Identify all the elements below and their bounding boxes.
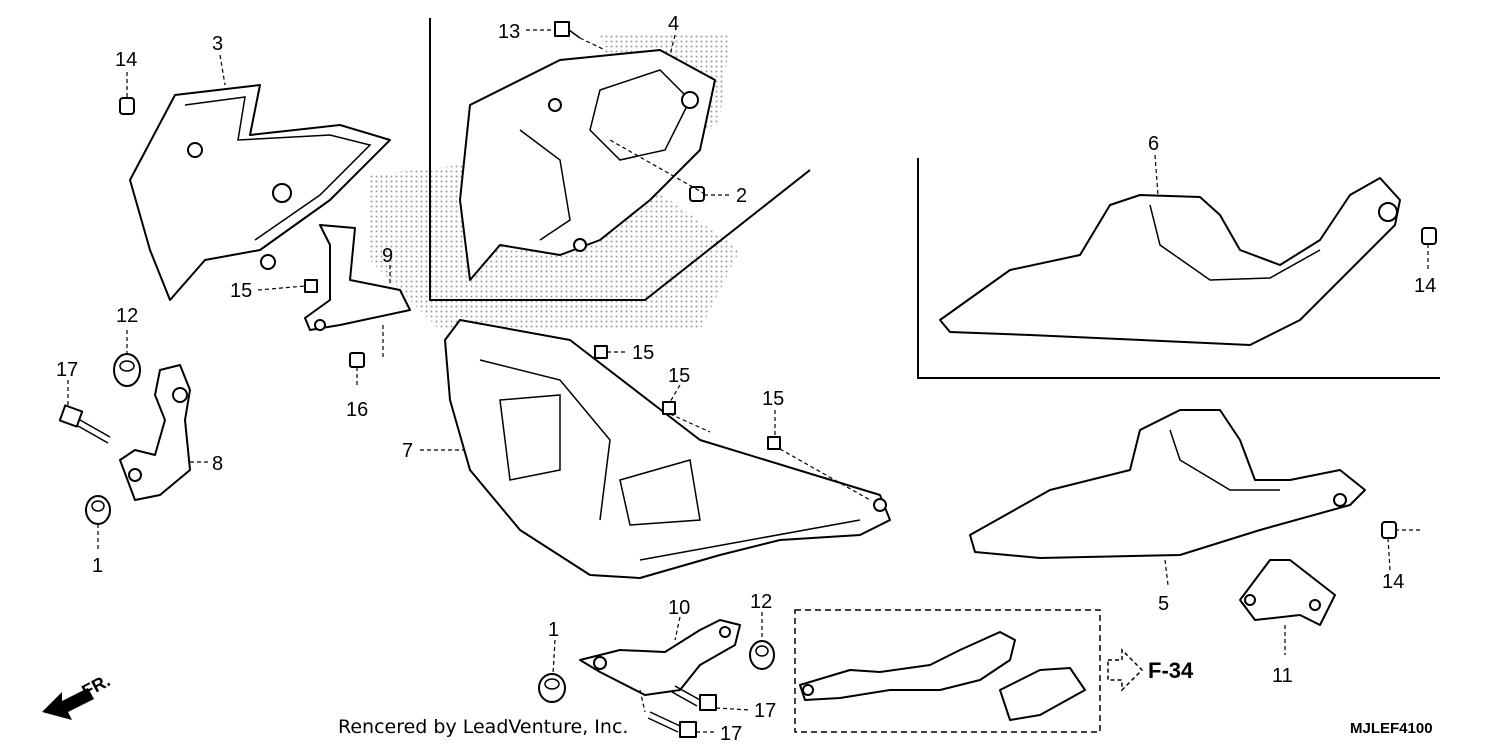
callout-12-bottom: 12 [750, 591, 772, 613]
leader-lines [67, 29, 1429, 733]
callout-17-left: 17 [56, 359, 78, 381]
callout-5: 5 [1158, 593, 1169, 615]
part-8-bracket [119, 364, 191, 501]
part-7-under-cowl [444, 319, 891, 579]
part-12-grommet-bottom [749, 640, 775, 670]
part-11-bracket [1239, 559, 1336, 626]
part-15-screws [304, 279, 781, 450]
callout-17-upper: 17 [754, 700, 776, 722]
callout-4: 4 [668, 13, 679, 35]
diagram-code: MJLEF4100 [1350, 720, 1433, 737]
reference-f34: F-34 [1148, 658, 1194, 683]
callout-1-left: 1 [92, 555, 103, 577]
part-17-bolt-lower [647, 711, 697, 738]
callout-6: 6 [1148, 133, 1159, 155]
callout-12-left: 12 [116, 305, 138, 327]
part-14-clip-right-lower [1381, 521, 1397, 539]
part-10-stay [579, 619, 741, 696]
part-3-upper-cowl [129, 84, 391, 301]
part-17-bolt-upper [671, 685, 717, 711]
callout-14-right-upper: 14 [1414, 275, 1436, 297]
part-1-grommet-bottom [538, 673, 566, 703]
callout-15-d: 15 [762, 388, 784, 410]
inset-frame-right [917, 158, 1440, 379]
front-arrow-icon [42, 688, 94, 720]
callout-8: 8 [212, 453, 223, 475]
callout-17-lower: 17 [720, 723, 742, 745]
part-12-grommet-left [113, 353, 141, 387]
callout-14-left: 14 [115, 49, 137, 71]
part-14-clip-right-upper [1421, 227, 1437, 245]
part-13-screw [554, 21, 581, 39]
reference-arrow [1107, 648, 1144, 692]
callout-15-c: 15 [668, 365, 690, 387]
callout-13: 13 [498, 21, 520, 43]
credit-text: Rencered by LeadVenture, Inc. [338, 716, 628, 738]
callout-10: 10 [668, 597, 690, 619]
callout-7: 7 [402, 440, 413, 462]
part-14-clip-left [119, 97, 135, 115]
callout-3: 3 [212, 33, 223, 55]
part-4-inner-cowl [459, 49, 716, 281]
part-9-stay [304, 224, 411, 331]
callout-15-a: 15 [230, 280, 252, 302]
callout-1-bottom: 1 [548, 619, 559, 641]
callout-2: 2 [736, 185, 747, 207]
inset-frame-top [429, 18, 811, 301]
callout-15-b: 15 [632, 342, 654, 364]
part-16-screw [349, 352, 365, 368]
part-1-grommet-left [85, 495, 111, 525]
callout-labels: 3 14 4 13 2 6 14 14 5 11 7 8 1 12 17 15 … [56, 13, 1436, 745]
inset-frame-bracket-detail [794, 609, 1101, 733]
callout-11: 11 [1272, 665, 1293, 687]
callout-14-right-lower: 14 [1382, 571, 1404, 593]
part-17-bolt-left [58, 404, 111, 444]
bracket-detail-assembly [799, 631, 1086, 721]
callout-16: 16 [346, 399, 368, 421]
callout-9: 9 [382, 245, 393, 267]
part-6-cover-upper [939, 177, 1401, 346]
part-5-cover-lower [969, 409, 1366, 559]
